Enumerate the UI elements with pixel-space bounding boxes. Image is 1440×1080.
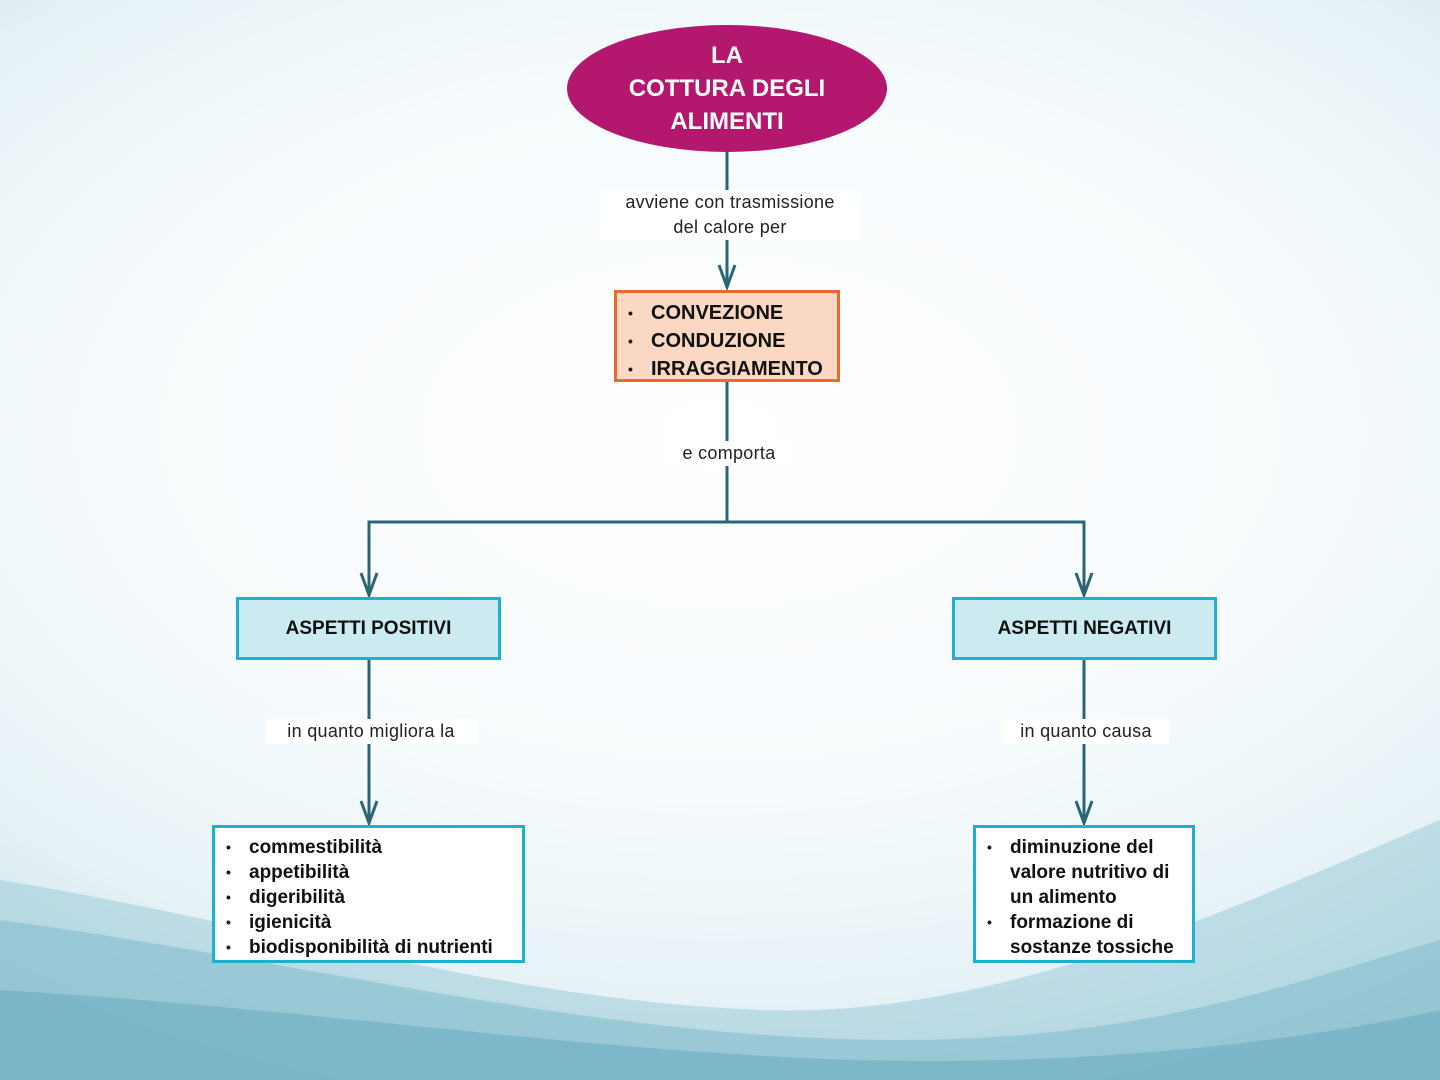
line-branch <box>367 520 1086 595</box>
negative-aspects-label: ASPETTI NEGATIVI <box>997 617 1172 639</box>
connector-label-line-2: del calore per <box>673 217 787 237</box>
arrowhead-methods <box>717 264 737 292</box>
negative-aspects-box: ASPETTI NEGATIVI <box>952 597 1217 660</box>
positive-effect-item: appetibilità <box>223 860 514 885</box>
positive-effect-item: biodisponibilità di nutrienti <box>223 935 514 960</box>
title-line-1: LA <box>711 42 743 69</box>
connector-label-comporta: e comporta <box>668 441 790 466</box>
negative-effect-item: diminuzione del valore nutritivo di un a… <box>984 835 1184 910</box>
positive-aspects-label: ASPETTI POSITIVI <box>285 617 452 639</box>
connector-label-line-1: avviene con trasmissione <box>625 192 835 212</box>
method-item: CONDUZIONE <box>625 327 829 355</box>
negative-effects-list: diminuzione del valore nutritivo di un a… <box>973 825 1195 963</box>
title-node: LA COTTURA DEGLI ALIMENTI <box>567 25 887 152</box>
arrowhead-positive <box>359 572 379 600</box>
positive-effect-item: igienicità <box>223 910 514 935</box>
method-item: CONVEZIONE <box>625 299 829 327</box>
arrowhead-negative <box>1074 572 1094 600</box>
connector-label-improves: in quanto migliora la <box>266 719 476 744</box>
connector-label-transmission: avviene con trasmissione del calore per <box>600 190 860 240</box>
title-line-3: ALIMENTI <box>670 108 784 135</box>
connector-label-causes: in quanto causa <box>1003 719 1169 744</box>
positive-effect-item: digeribilità <box>223 885 514 910</box>
positive-effect-item: commestibilità <box>223 835 514 860</box>
positive-effects-list: commestibilità appetibilità digeribilità… <box>212 825 525 963</box>
arrowhead-negative-list <box>1074 800 1094 828</box>
method-item: IRRAGGIAMENTO <box>625 355 829 383</box>
title-line-2: COTTURA DEGLI <box>628 75 826 102</box>
wave-front <box>0 990 1440 1080</box>
arrowhead-positive-list <box>359 800 379 828</box>
negative-effect-item: formazione di sostanze tossiche <box>984 910 1184 960</box>
positive-aspects-box: ASPETTI POSITIVI <box>236 597 501 660</box>
heat-transfer-methods-box: CONVEZIONE CONDUZIONE IRRAGGIAMENTO <box>614 290 840 383</box>
